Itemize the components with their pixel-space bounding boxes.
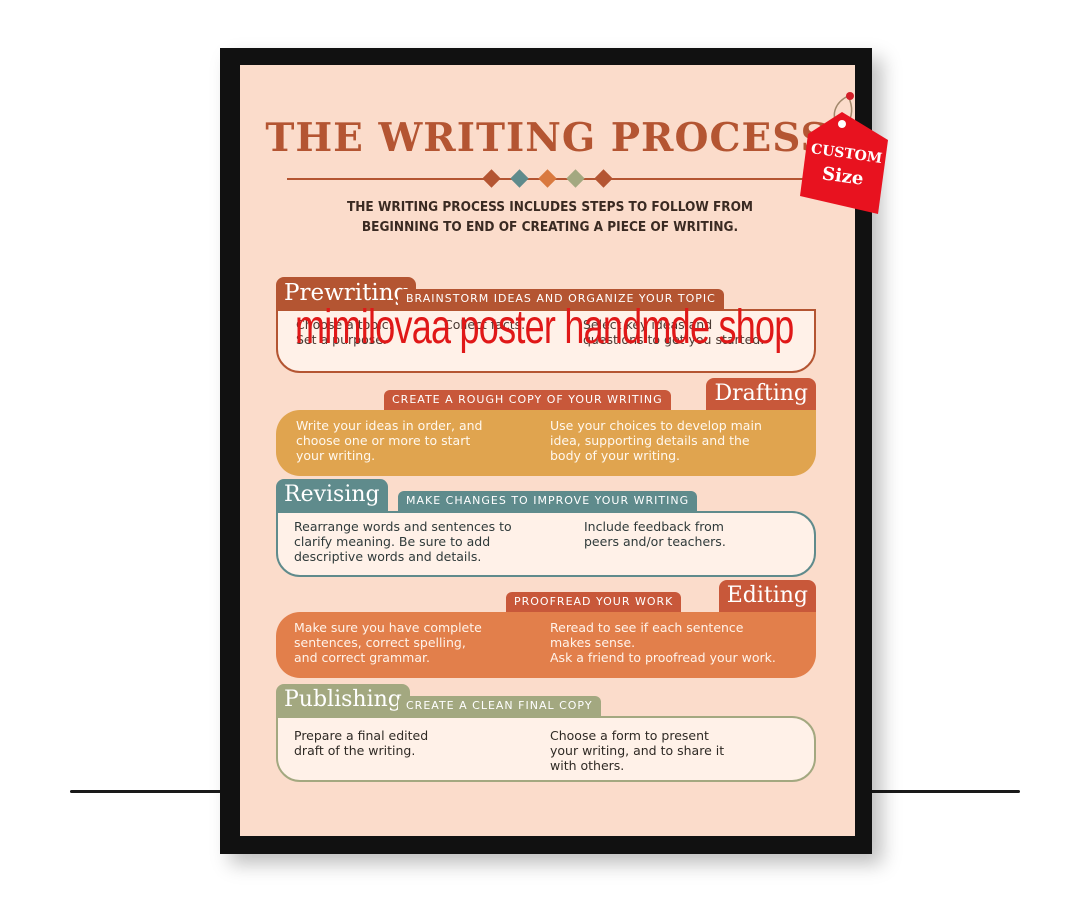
poster-title: THE WRITING PROCESS xyxy=(265,115,830,161)
step-text-1: Write your ideas in order, and choose on… xyxy=(296,418,483,463)
diamond-2 xyxy=(510,169,529,188)
step-subtitle: CREATE A CLEAN FINAL COPY xyxy=(398,696,601,716)
intro-line-2: BEGINNING TO END OF CREATING A PIECE OF … xyxy=(361,219,739,235)
step-text-1: Choose a topic. Set a purpose. xyxy=(296,317,393,347)
step-title: Prewriting xyxy=(276,277,417,309)
step-subtitle: MAKE CHANGES TO IMPROVE YOUR WRITING xyxy=(398,491,698,511)
step-title: Publishing xyxy=(276,684,410,716)
diamond-4 xyxy=(566,169,585,188)
custom-size-tag: CUSTOM Size xyxy=(790,92,894,214)
step-box xyxy=(276,309,816,373)
step-box xyxy=(276,410,816,476)
diamond-1 xyxy=(482,169,501,188)
step-text-3: Select key ideas and questions to get yo… xyxy=(583,317,765,347)
step-text-2: Include feedback from peers and/or teach… xyxy=(584,519,726,549)
tag-icon: CUSTOM Size xyxy=(800,92,888,214)
shop-watermark: mimilovaa poster handmde shop xyxy=(295,301,794,354)
intro-text: THE WRITING PROCESS INCLUDES STEPS TO FO… xyxy=(280,197,820,237)
step-subtitle: PROOFREAD YOUR WORK xyxy=(506,592,682,612)
step-title: Revising xyxy=(276,479,388,511)
step-box xyxy=(276,716,816,782)
step-text-2: Collect facts. xyxy=(444,317,526,332)
step-text-2: Reread to see if each sentence makes sen… xyxy=(550,620,776,665)
step-subtitle: CREATE A ROUGH COPY OF YOUR WRITING xyxy=(384,390,671,410)
step-subtitle: BRAINSTORM IDEAS AND ORGANIZE YOUR TOPIC xyxy=(398,289,724,309)
step-title: Drafting xyxy=(706,378,816,410)
floor-shadow-right xyxy=(850,790,1020,793)
step-text-2: Use your choices to develop main idea, s… xyxy=(550,418,762,463)
floor-shadow-left xyxy=(70,790,240,793)
intro-line-1: THE WRITING PROCESS INCLUDES STEPS TO FO… xyxy=(346,199,754,215)
step-text-2: Choose a form to present your writing, a… xyxy=(550,728,725,773)
step-text-1: Rearrange words and sentences to clarify… xyxy=(294,519,512,564)
step-text-1: Make sure you have complete sentences, c… xyxy=(294,620,482,665)
title-diamonds xyxy=(480,169,620,188)
step-box xyxy=(276,511,816,577)
poster: THE WRITING PROCESS THE WRITING PROCESS … xyxy=(240,65,855,836)
diamond-3 xyxy=(538,169,557,188)
step-title: Editing xyxy=(718,580,816,612)
diamond-5 xyxy=(594,169,613,188)
step-text-1: Prepare a final edited draft of the writ… xyxy=(294,728,429,758)
step-box xyxy=(276,612,816,678)
